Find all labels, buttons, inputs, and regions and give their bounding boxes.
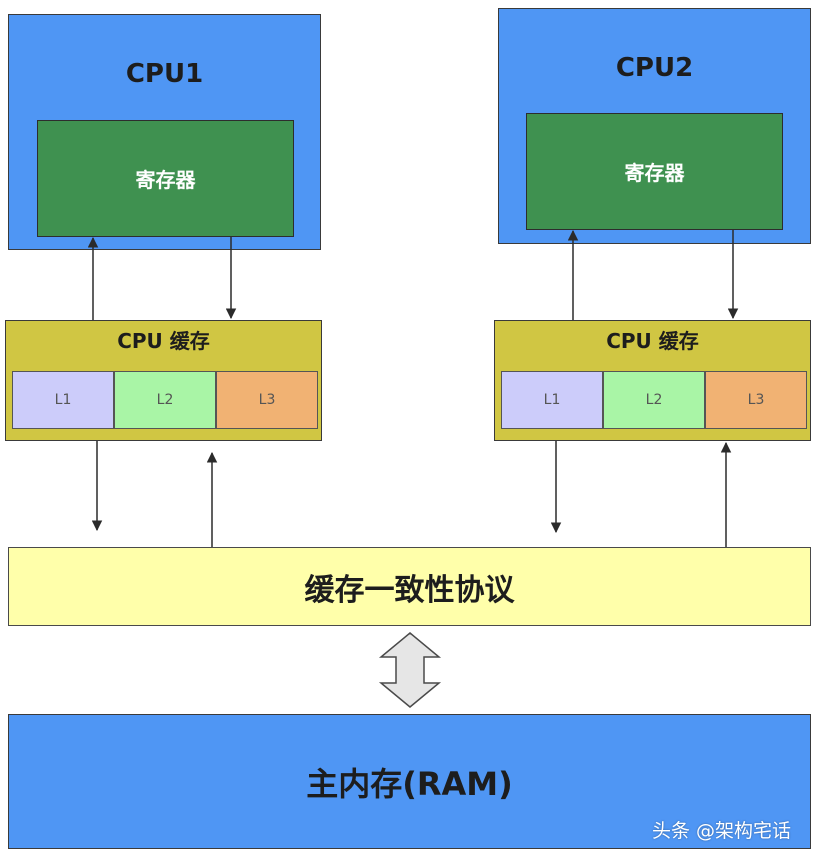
- cpu1-cache: CPU 缓存 L1 L2 L3: [5, 320, 322, 441]
- cpu1-cache-l2: L2: [114, 371, 216, 429]
- cpu2-register: 寄存器: [526, 113, 783, 230]
- cpu1-box: CPU1 寄存器: [8, 14, 321, 250]
- cpu2-cache-title: CPU 缓存: [606, 329, 699, 353]
- protocol-memory-double-arrow: [378, 632, 442, 708]
- cpu2-cache-l3: L3: [705, 371, 807, 429]
- cpu1-register: 寄存器: [37, 120, 294, 237]
- cpu1-cache-l3: L3: [216, 371, 318, 429]
- cpu2-title: CPU2: [615, 53, 694, 83]
- main-memory: 主内存(RAM): [8, 714, 811, 849]
- cpu2-box: CPU2 寄存器: [498, 8, 811, 244]
- cpu2-cache: CPU 缓存 L1 L2 L3: [494, 320, 811, 441]
- cpu1-cache-l1: L1: [12, 371, 114, 429]
- cpu2-cache-l2: L2: [603, 371, 705, 429]
- cache-coherence-protocol: 缓存一致性协议: [8, 547, 811, 626]
- cpu1-title: CPU1: [125, 59, 204, 89]
- cpu2-cache-l1: L1: [501, 371, 603, 429]
- watermark: 头条 @架构宅话: [652, 820, 792, 842]
- cpu1-cache-title: CPU 缓存: [117, 329, 210, 353]
